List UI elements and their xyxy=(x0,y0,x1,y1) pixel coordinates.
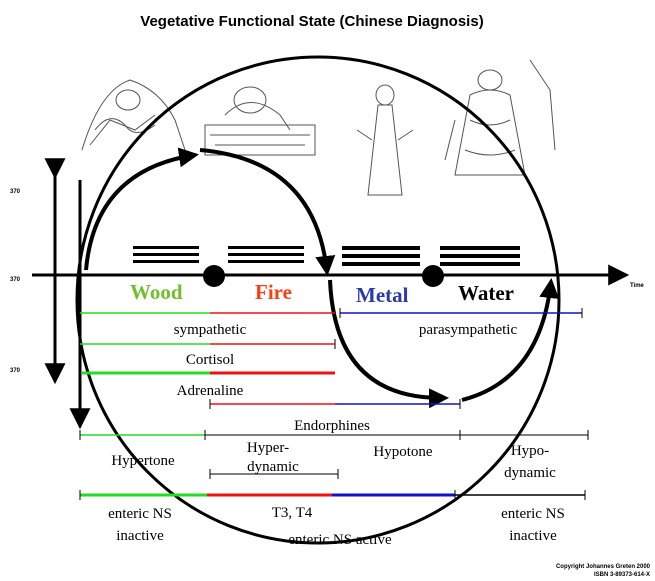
label-hypotone: Hypotone xyxy=(373,444,433,460)
metal-figure-image xyxy=(357,85,413,195)
axis-dot-2 xyxy=(422,265,444,287)
label-sympathetic: sympathetic xyxy=(174,322,247,338)
label-hyperdynamic-1: Hyper- xyxy=(247,440,289,456)
label-cortisol: Cortisol xyxy=(186,352,234,368)
label-hypodynamic-2: dynamic xyxy=(504,465,556,481)
trigram-water xyxy=(440,246,520,266)
water-figure-image xyxy=(445,60,555,175)
copyright-line-2: ISBN 3-89373-614-X xyxy=(594,572,650,578)
label-hyperdynamic-2: dynamic xyxy=(247,459,299,475)
label-enteric-inactive-left-2: inactive xyxy=(116,528,164,544)
label-endorphines: Endorphines xyxy=(294,418,370,434)
engraving-illustrations xyxy=(82,60,555,195)
label-enteric-inactive-left-1: enteric NS xyxy=(108,506,172,522)
label-hypodynamic-1: Hypo- xyxy=(511,443,549,459)
phase-wood: Wood xyxy=(130,280,183,304)
trigram-metal xyxy=(342,246,420,266)
diagram-title: Vegetative Functional State (Chinese Dia… xyxy=(140,13,483,30)
label-enteric-active: enteric NS active xyxy=(288,532,392,548)
copyright-line-1: Copyright Johannes Greten 2000 xyxy=(556,564,651,570)
label-adrenaline: Adrenaline xyxy=(177,383,244,399)
axis-dot-1 xyxy=(203,265,225,287)
phase-water: Water xyxy=(458,281,514,305)
trigram-fire xyxy=(228,246,304,263)
y-tick-mid: 370 xyxy=(10,277,21,283)
arrow-wood-rise xyxy=(86,155,195,270)
label-enteric-inactive-right-2: inactive xyxy=(509,528,557,544)
phase-metal: Metal xyxy=(356,283,409,307)
trigram-wood xyxy=(133,246,199,263)
label-hypertone: Hypertone xyxy=(111,453,175,469)
phase-fire: Fire xyxy=(255,280,292,304)
x-axis-label: Time xyxy=(630,283,645,289)
y-tick-top: 370 xyxy=(10,189,21,195)
y-tick-bottom: 370 xyxy=(10,368,21,374)
label-enteric-inactive-right-1: enteric NS xyxy=(501,506,565,522)
label-t3t4: T3, T4 xyxy=(272,505,313,521)
wood-figure-image xyxy=(82,80,185,150)
fire-figure-image xyxy=(205,87,315,155)
label-parasympathetic: parasympathetic xyxy=(419,322,518,338)
